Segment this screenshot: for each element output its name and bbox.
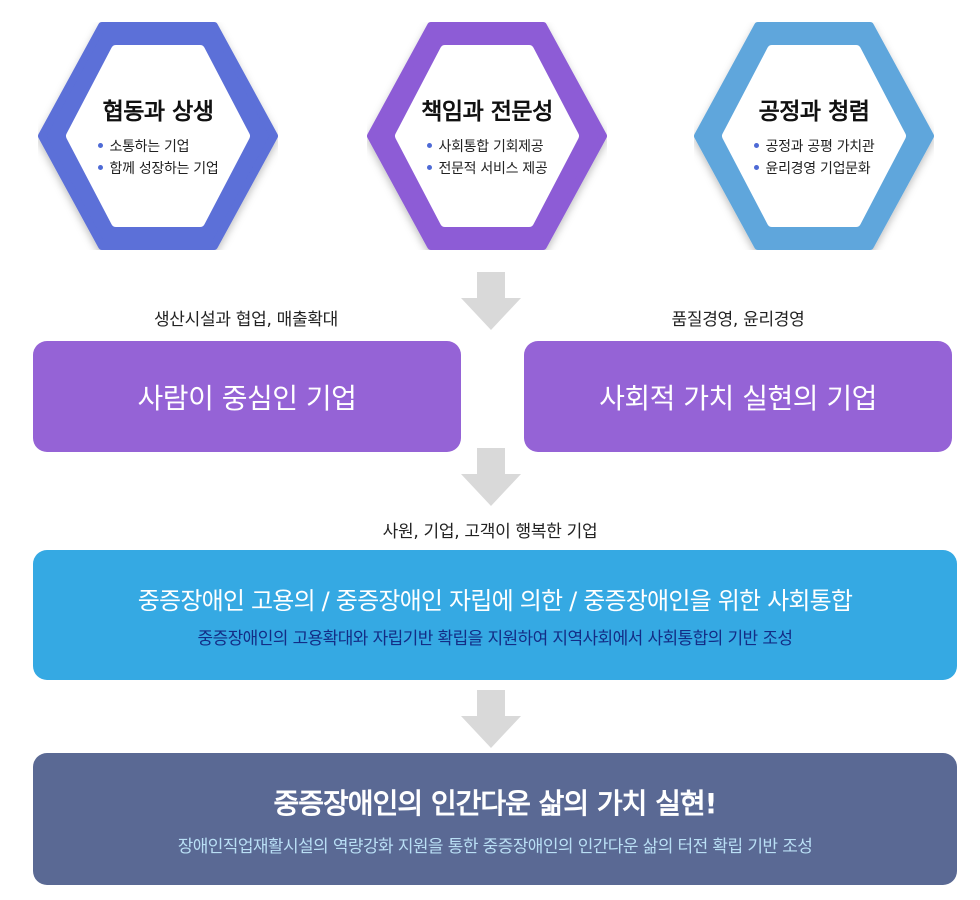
bullet-icon (753, 142, 759, 148)
bullet-icon (97, 164, 103, 170)
down-arrow-icon (461, 690, 521, 748)
integration-subtitle: 중증장애인의 고용확대와 자립기반 확립을 지원하여 지역사회에서 사회통합의 … (197, 629, 794, 649)
hexagon-cooperation: 협동과 상생 소통하는 기업 함께 성장하는 기업 (38, 22, 278, 250)
hexagon-shape (367, 22, 607, 250)
caption-left: 생산시설과 협업, 매출확대 (153, 310, 339, 330)
final-goal-box: 중증장애인의 인간다운 삶의 가치 실현! 장애인직업재활시설의 역량강화 지원… (33, 753, 957, 885)
final-goal-title: 중증장애인의 인간다운 삶의 가치 실현! (273, 786, 718, 820)
hexagon-shape (38, 22, 278, 250)
list-item: 소통하는 기업 (97, 136, 219, 158)
list-item: 함께 성장하는 기업 (97, 158, 219, 180)
list-item: 사회통합 기회제공 (426, 136, 548, 158)
hexagon-list: 공정과 공평 가치관 윤리경영 기업문화 (753, 136, 875, 180)
hexagon-list: 사회통합 기회제공 전문적 서비스 제공 (426, 136, 548, 180)
integration-title: 중증장애인 고용의 / 중증장애인 자립에 의한 / 중증장애인을 위한 사회통… (137, 587, 853, 615)
social-value-box: 사회적 가치 실현의 기업 (524, 341, 952, 452)
bullet-icon (426, 142, 432, 148)
bullet-icon (426, 164, 432, 170)
list-item: 윤리경영 기업문화 (753, 158, 875, 180)
social-integration-box: 중증장애인 고용의 / 중증장애인 자립에 의한 / 중증장애인을 위한 사회통… (33, 550, 957, 680)
caption-middle: 사원, 기업, 고객이 행복한 기업 (382, 522, 598, 542)
hexagon-title: 협동과 상생 (102, 99, 214, 125)
people-centered-box: 사람이 중심인 기업 (33, 341, 461, 452)
down-arrow-icon (461, 448, 521, 506)
hexagon-list: 소통하는 기업 함께 성장하는 기업 (97, 136, 219, 180)
bullet-icon (753, 164, 759, 170)
bullet-icon (97, 142, 103, 148)
final-goal-subtitle: 장애인직업재활시설의 역량강화 지원을 통한 중증장애인의 인간다운 삶의 터전… (177, 836, 813, 857)
hexagon-title: 책임과 전문성 (421, 99, 553, 125)
hexagon-shape (694, 22, 934, 250)
hexagon-responsibility: 책임과 전문성 사회통합 기회제공 전문적 서비스 제공 (367, 22, 607, 250)
hexagon-title: 공정과 청렴 (758, 99, 870, 125)
hexagon-fairness: 공정과 청렴 공정과 공평 가치관 윤리경영 기업문화 (694, 22, 934, 250)
list-item: 공정과 공평 가치관 (753, 136, 875, 158)
down-arrow-icon (461, 272, 521, 330)
list-item: 전문적 서비스 제공 (426, 158, 548, 180)
caption-right: 품질경영, 윤리경영 (671, 310, 805, 330)
